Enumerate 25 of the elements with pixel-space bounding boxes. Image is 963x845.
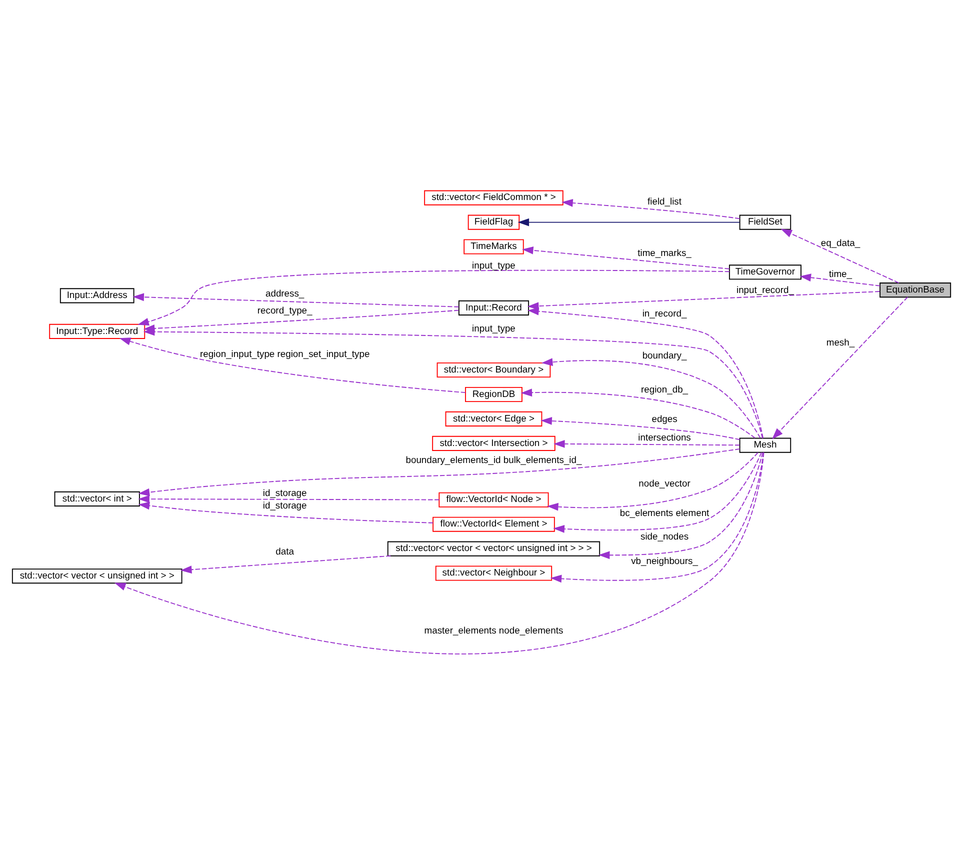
edge-label: mesh_ (826, 336, 855, 348)
edge-label: boundary_ (642, 350, 687, 361)
edge-label: bc_elements element (620, 506, 710, 518)
edge-label: region_input_type region_set_input_type (200, 348, 370, 359)
edge-label: time_marks_ (638, 247, 692, 258)
edge-label: boundary_elements_id bulk_elements_id_ (406, 454, 582, 466)
edge-label: address_ (266, 288, 304, 299)
edge-label: id_storage (262, 487, 307, 498)
edge-label: node_vector (638, 478, 690, 489)
edge-label: intersections (638, 432, 691, 443)
edge-label: id_storage (262, 499, 307, 510)
edge-label: region_db_ (641, 384, 688, 395)
edge-label: edges (652, 412, 678, 424)
edge-label: record_type_ (257, 304, 312, 316)
edge-label: time_ (829, 268, 852, 279)
edge-label: input_type (472, 259, 516, 270)
edge-label: in_record_ (642, 307, 687, 318)
edge-label: eq_data_ (820, 236, 860, 248)
edge-label: input_record_ (736, 284, 794, 295)
edge-label: vb_neighbours_ (631, 554, 698, 566)
edge-label: input_type (472, 322, 516, 334)
edge-label: field_list (648, 195, 682, 206)
edge-label: master_elements node_elements (424, 624, 564, 636)
edge-label: data (276, 545, 294, 556)
edge-label: side_nodes (640, 530, 689, 542)
